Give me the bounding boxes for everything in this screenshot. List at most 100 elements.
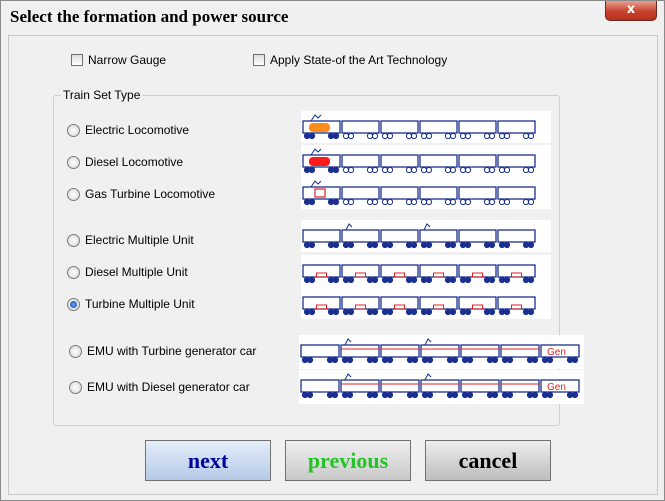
- pantograph-icon: [423, 223, 431, 231]
- wheel: [386, 132, 394, 140]
- state-of-art-checkbox[interactable]: Apply State-of the Art Technology: [253, 53, 447, 67]
- wheel: [347, 308, 355, 316]
- power-unit: [316, 304, 327, 310]
- narrow-gauge-label: Narrow Gauge: [88, 53, 167, 67]
- wheel: [420, 308, 428, 316]
- wheel: [332, 308, 340, 316]
- car-body: [341, 120, 380, 134]
- wheel: [381, 198, 389, 206]
- radio-label: Electric Locomotive: [85, 123, 190, 137]
- wheel: [451, 391, 459, 399]
- radio-dot[interactable]: [67, 155, 80, 169]
- radio-electric-locomotive[interactable]: Electric Locomotive: [67, 123, 189, 137]
- radio-electric-multiple-unit[interactable]: Electric Multiple Unit: [67, 233, 194, 247]
- wheel: [327, 241, 335, 249]
- car-body: [380, 344, 420, 358]
- wheel: [347, 276, 355, 284]
- wheel: [446, 391, 454, 399]
- radio-dot[interactable]: [69, 380, 82, 394]
- checkbox-box[interactable]: [71, 54, 83, 66]
- wheel: [410, 241, 418, 249]
- radio-dot[interactable]: [69, 344, 82, 358]
- narrow-gauge-checkbox[interactable]: Narrow Gauge: [71, 53, 166, 67]
- wheel: [371, 356, 379, 364]
- wheel: [425, 308, 433, 316]
- close-button[interactable]: x: [605, 1, 657, 21]
- wheel: [483, 166, 491, 174]
- car-body: [419, 264, 458, 278]
- wheel: [308, 276, 316, 284]
- train-set-group: [53, 95, 560, 426]
- next-button[interactable]: next: [145, 440, 271, 481]
- gen-label: Gen: [547, 382, 566, 393]
- wheel: [303, 198, 311, 206]
- wheel: [366, 356, 374, 364]
- wheel: [503, 166, 511, 174]
- pantograph-icon: [344, 338, 352, 346]
- car-body: [497, 120, 536, 134]
- wheel: [488, 308, 496, 316]
- wheel: [461, 356, 469, 364]
- radio-diesel-multiple-unit[interactable]: Diesel Multiple Unit: [67, 265, 188, 279]
- wheel: [405, 166, 413, 174]
- wheel: [425, 276, 433, 284]
- car-body: [500, 379, 540, 393]
- wheel: [498, 198, 506, 206]
- wheel: [486, 356, 494, 364]
- radio-dot[interactable]: [67, 233, 80, 247]
- previous-button[interactable]: previous: [285, 440, 411, 481]
- radio-turbine-multiple-unit[interactable]: Turbine Multiple Unit: [67, 297, 195, 311]
- radio-label: Diesel Multiple Unit: [85, 265, 188, 279]
- car-body: [302, 229, 341, 243]
- wheel: [386, 276, 394, 284]
- wheel: [491, 391, 499, 399]
- wheel: [386, 241, 394, 249]
- wheel: [498, 241, 506, 249]
- car-body: [458, 296, 497, 310]
- radio-emu-turbine-generator[interactable]: EMU with Turbine generator car: [69, 344, 256, 358]
- wheel: [421, 391, 429, 399]
- wheel: [342, 166, 350, 174]
- radio-diesel-locomotive[interactable]: Diesel Locomotive: [67, 155, 183, 169]
- car-body: [380, 264, 419, 278]
- train-image-turbine-multiple-unit: [301, 287, 551, 319]
- wheel: [342, 198, 350, 206]
- wheel: [522, 276, 530, 284]
- wheel: [449, 132, 457, 140]
- car-body: [300, 344, 340, 358]
- wheel: [461, 391, 469, 399]
- car-body: [540, 379, 580, 393]
- wheel: [527, 308, 535, 316]
- wheel: [444, 132, 452, 140]
- car-body: [419, 229, 458, 243]
- cancel-button[interactable]: cancel: [425, 440, 551, 481]
- wheel: [464, 308, 472, 316]
- wheel: [527, 166, 535, 174]
- power-unit: [433, 272, 444, 278]
- pantograph-icon: [310, 114, 322, 122]
- checkbox-box[interactable]: [253, 54, 265, 66]
- car-body: [380, 379, 420, 393]
- wheel: [483, 198, 491, 206]
- wheel: [411, 391, 419, 399]
- radio-dot[interactable]: [67, 187, 80, 201]
- wheel: [346, 356, 354, 364]
- car-body: [420, 379, 460, 393]
- wheel: [405, 308, 413, 316]
- radio-emu-diesel-generator[interactable]: EMU with Diesel generator car: [69, 380, 250, 394]
- wheel: [306, 391, 314, 399]
- car-body: [458, 154, 497, 168]
- wheel: [566, 391, 574, 399]
- power-unit: [511, 304, 522, 310]
- pantograph-icon: [424, 373, 432, 381]
- radio-dot-selected[interactable]: [67, 297, 80, 311]
- radio-dot[interactable]: [67, 123, 80, 137]
- radio-gas-turbine-locomotive[interactable]: Gas Turbine Locomotive: [67, 187, 215, 201]
- wheel: [459, 241, 467, 249]
- wheel: [491, 356, 499, 364]
- power-unit: [355, 304, 366, 310]
- wheel: [308, 166, 316, 174]
- wheel: [420, 166, 428, 174]
- wheel: [386, 308, 394, 316]
- radio-dot[interactable]: [67, 265, 80, 279]
